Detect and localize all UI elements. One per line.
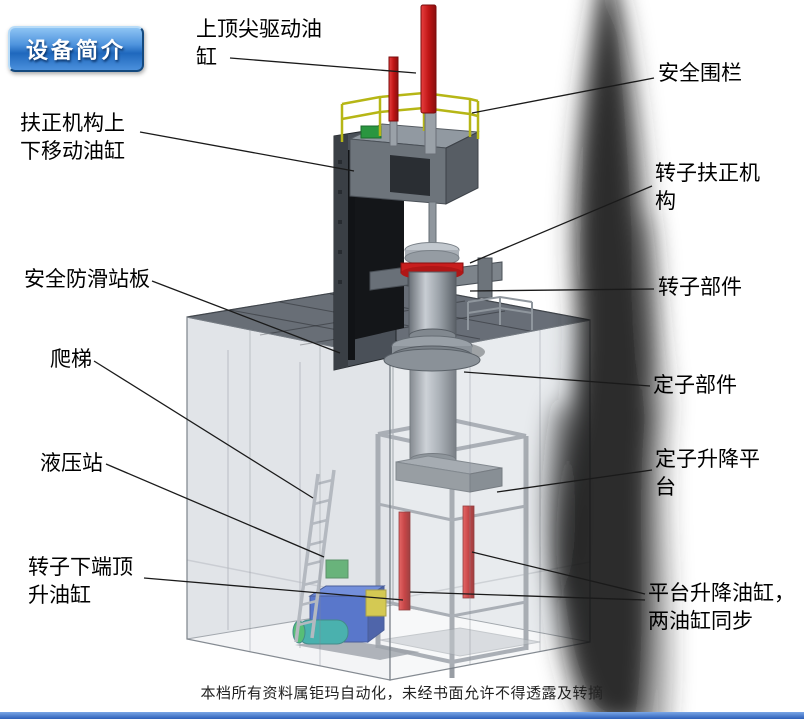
rotor-assembly <box>369 201 503 372</box>
callout-stator-lift-platform: 定子升降平 台 <box>655 448 760 500</box>
bottom-bar <box>0 712 804 719</box>
callout-anti-slip-platform: 安全防滑站板 <box>24 268 150 291</box>
callout-rotor-part: 转子部件 <box>658 276 742 299</box>
enclosure-front-walls <box>186 316 591 681</box>
head-box <box>348 123 480 205</box>
callout-rotor-jack-cylinder: 转子下端顶 升油缸 <box>28 556 133 608</box>
top-drive-cylinder <box>388 4 437 155</box>
platform-side-rail <box>467 295 533 330</box>
callout-ladder: 爬梯 <box>50 348 92 371</box>
stator-assembly <box>395 361 503 493</box>
callout-platform-lift-cylinders: 平台升降油缸， 两油缸同步 <box>648 582 795 634</box>
footer-watermark: 本档所有资料属钜玛自动化，未经书面允许不得透露及转摘 <box>200 685 604 702</box>
callout-top-drive-cylinder: 上顶尖驱动油 缸 <box>196 18 322 70</box>
title-badge: 设备简介 <box>8 26 145 72</box>
callout-rotor-centering: 转子扶正机 构 <box>655 162 760 214</box>
callout-safety-fence: 安全围栏 <box>658 62 742 85</box>
callout-hydraulic-station: 液压站 <box>40 452 103 475</box>
callout-stator-part: 定子部件 <box>653 374 737 397</box>
shadow-smudge <box>544 0 673 719</box>
callout-centering-cylinder: 扶正机构上 下移动油缸 <box>20 112 125 164</box>
